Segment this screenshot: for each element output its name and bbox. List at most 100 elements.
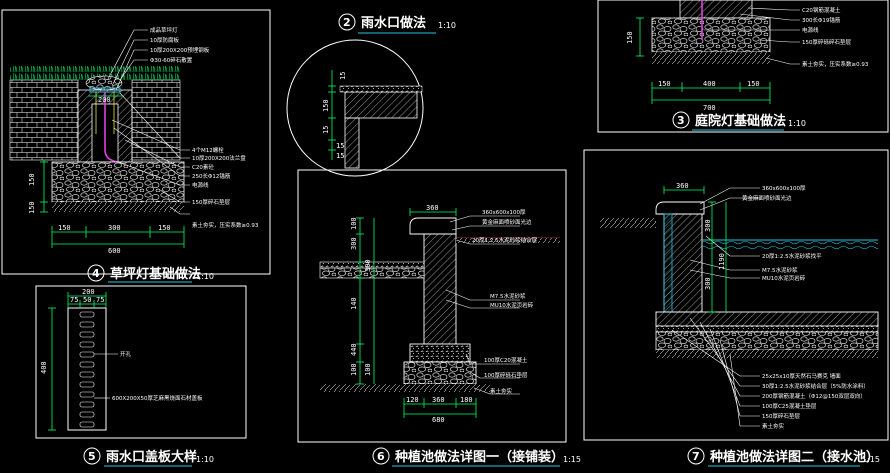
detail-7-title: 种植池做法详图二（接水池） [709, 449, 879, 465]
dim-5-total: 200 [82, 288, 95, 296]
dim-2-a: 15 [339, 72, 347, 80]
d7-note-2: 黄金麻面喷砂面光边 [742, 194, 792, 202]
d7-note-9: 100厚C25混凝土垫层 [762, 402, 817, 410]
svg-text:Φ30-60碎石散置: Φ30-60碎石散置 [150, 56, 193, 64]
d3-note-5: 素土夯实，压实系数≥0.93 [802, 60, 869, 68]
dim-6-v4: 140 [350, 297, 358, 310]
d7-note-3: 20厚1:2.5水泥砂浆找平 [762, 252, 822, 260]
brick-paving-left [9, 79, 79, 161]
detail-7-frame [583, 149, 889, 441]
detail-4-number-circle [87, 264, 105, 282]
dim-6-v1: 300 [350, 237, 358, 250]
detail-4-notes-bottom: 4个M12螺栓 10厚200X200法兰盘 C20素砼 250长Φ12锚筋 电源… [192, 146, 259, 229]
detail-2-dimension-lines [328, 70, 336, 160]
svg-text:C20素砼: C20素砼 [192, 163, 214, 171]
dim-4-h1: 150 [58, 224, 71, 232]
d6-note-3: 20厚1:2.5水泥砂浆结合层 [472, 236, 538, 244]
dim-6-v3: 300 [364, 259, 372, 272]
compacted-soil [52, 202, 184, 212]
detail-5-dimension-lines [48, 292, 107, 431]
detail-3-number-circle [672, 111, 690, 129]
detail-3-title: 庭院灯基础做法 [695, 113, 786, 129]
d6-note-7: 100厚碎砾石垫层 [484, 371, 528, 379]
detail-4-title: 草坪灯基础做法 [110, 266, 201, 282]
dim-5-side: 400 [40, 361, 48, 374]
detail-7-number-circle [687, 447, 705, 465]
paving-base-6 [319, 267, 425, 279]
d7-note-6: 25x25x10厚天然石马赛克 墙面 [762, 372, 841, 380]
dim-5-a: 75 [70, 296, 78, 304]
d7-note-5: MU10水泥页岩砖 [762, 274, 806, 282]
detail-7-scale: 1:15 [862, 455, 880, 464]
inlet-surface [339, 85, 423, 93]
planting-soil-7 [600, 218, 656, 228]
d3-note-4: 150厚碎砾碎石垫层 [802, 38, 851, 46]
detail-5-scale: 1:10 [196, 455, 214, 464]
detail-4-leaders [107, 29, 190, 215]
inlet-cover-slab [344, 91, 418, 119]
inlet-wall [344, 117, 360, 169]
dim-2-d: 15 [336, 142, 344, 150]
dim-2-e: 15 [336, 152, 344, 160]
dim-4-v2: 150 [28, 201, 36, 214]
svg-text:150厚碎石垫层: 150厚碎石垫层 [192, 198, 230, 206]
gravel-bed-6 [403, 361, 477, 385]
dim-6-h2: 360 [432, 396, 445, 404]
detail-6-scale: 1:15 [563, 455, 581, 464]
brick-wall-6 [423, 233, 457, 345]
detail-6-number: 6 [377, 450, 385, 463]
detail-6-planter-paving: 360x600x100厚 黄金麻面喷砂面光边 20厚1:2.5水泥砂浆结合层 M… [297, 169, 581, 467]
rc-base-slab-7 [655, 311, 879, 327]
d7-note-8: 200厚钢筋混凝土（Φ12@150双层双向） [762, 392, 866, 400]
detail-4-notes-top: 成品草坪灯 10厚防腐板 10厚200X200预埋钢板 Φ30-60碎石散置 [150, 26, 210, 64]
detail-5-number: 5 [88, 450, 96, 463]
detail-2-number: 2 [343, 16, 351, 29]
gravel-bed-7 [655, 331, 879, 351]
dim-4-h2: 300 [108, 224, 121, 232]
dim-7-top: 360 [676, 182, 689, 190]
waterproof-layer-7 [663, 213, 673, 313]
dim-4-v1: 150 [28, 173, 36, 186]
concrete-footing-6 [409, 343, 471, 363]
detail-5-inlet-cover-plate: 200 75 50 75 400 开孔 600X200X50厚芝麻黑烧面石材盖板… [35, 285, 247, 467]
detail-7-dimension-lines [663, 186, 727, 313]
dim-3-h1: 150 [658, 80, 671, 88]
grass-layer [10, 66, 180, 80]
detail-4-scale: 1:10 [196, 272, 214, 281]
detail-2-scale: 1:10 [438, 21, 456, 30]
pool-water-7 [702, 240, 878, 250]
d6-note-5: MU10水泥页岩砖 [490, 301, 534, 309]
lamp-pier [679, 0, 753, 19]
compacted-soil-3 [652, 52, 770, 64]
brick-paving-right [131, 79, 181, 161]
dim-4-total: 600 [108, 247, 121, 255]
dim-7-v3: 300 [704, 277, 712, 290]
dim-3-h3: 150 [747, 80, 760, 88]
detail-4-number: 4 [92, 267, 100, 280]
drain-slots [79, 311, 95, 428]
svg-text:10厚200X200预埋钢板: 10厚200X200预埋钢板 [150, 46, 210, 54]
gravel-base-3 [651, 17, 771, 53]
detail-3-scale: 1:10 [788, 119, 806, 128]
d5-note-cover: 600X200X50厚芝麻黑烧面石材盖板 [112, 394, 203, 402]
detail-6-frame [297, 169, 567, 443]
d3-note-2: 300长Φ19锚筋 [802, 16, 841, 24]
coping-stone-6 [409, 217, 457, 235]
power-cable [104, 92, 119, 163]
paving-layer-6 [319, 261, 425, 269]
detail-4-dimension-lines [40, 95, 185, 248]
detail-3-courtyard-lamp-foundation: C20钢筋混凝土 300长Φ19锚筋 电源线 150厚碎砾碎石垫层 素土夯实，压… [597, 0, 889, 133]
d3-note-3: 电源线 [802, 26, 819, 34]
concrete-pad-7 [655, 325, 879, 333]
planting-soil-6 [456, 238, 560, 243]
dim-5-c: 75 [96, 296, 104, 304]
dim-3-v: 150 [626, 31, 634, 44]
subgrade-6 [320, 384, 490, 392]
detail-3-dimension-lines [636, 17, 771, 104]
dim-6-h3: 180 [460, 396, 473, 404]
dim-2-c: 15 [322, 126, 330, 134]
detail-2-rain-inlet: 2 雨水口做法 1:10 15 150 15 15 15 [286, 13, 456, 177]
dim-3-total: 700 [703, 104, 716, 112]
gravel-base [51, 161, 185, 203]
detail-7-leaders [671, 187, 760, 427]
